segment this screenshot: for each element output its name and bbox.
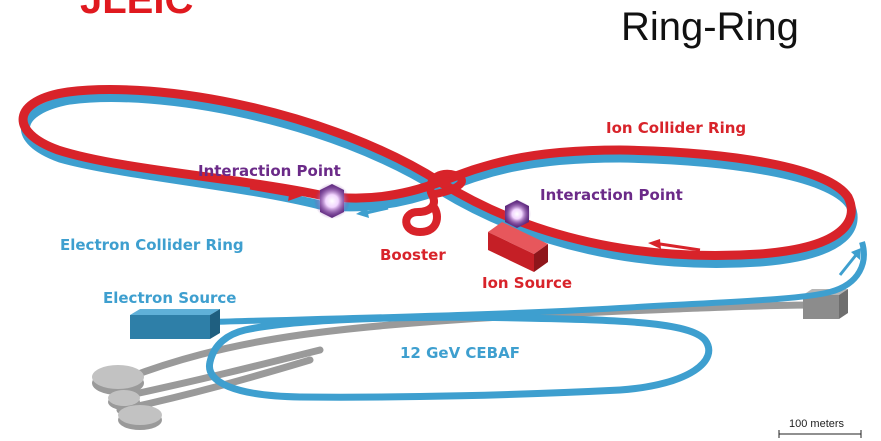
interaction-point-icon: [503, 200, 531, 228]
electron-source-block: [130, 309, 220, 339]
label-electron-source: Electron Source: [103, 289, 237, 307]
scale-label: 100 meters: [789, 418, 845, 430]
flow-arrow-icon: [648, 239, 701, 252]
title-sub: Ring-Ring: [621, 5, 799, 49]
electron-transfer-line: [209, 241, 867, 325]
label-booster: Booster: [380, 246, 446, 264]
label-electron-collider-ring: Electron Collider Ring: [60, 236, 244, 254]
label-ion-collider-ring: Ion Collider Ring: [606, 119, 747, 137]
cebaf-racetrack: [206, 313, 713, 401]
booster-ring: [402, 169, 466, 237]
gray-source-discs: [92, 365, 162, 430]
electron-collider-ring: [21, 93, 858, 268]
flow-arrow-icon: [249, 186, 302, 201]
label-interaction-point-2: Interaction Point: [540, 186, 683, 204]
label-ion-source: Ion Source: [482, 274, 573, 292]
interaction-point-icon: [314, 183, 350, 219]
label-interaction-point-1: Interaction Point: [198, 162, 341, 180]
ion-collider-ring: [18, 85, 856, 260]
label-cebaf: 12 GeV CEBAF: [400, 344, 520, 362]
flow-arrow-icon: [838, 248, 861, 276]
flow-arrow-icon: [356, 206, 389, 218]
title-main: JLEIC: [80, 0, 194, 22]
ion-source-block: [488, 222, 548, 272]
scale-bar: [778, 430, 862, 438]
